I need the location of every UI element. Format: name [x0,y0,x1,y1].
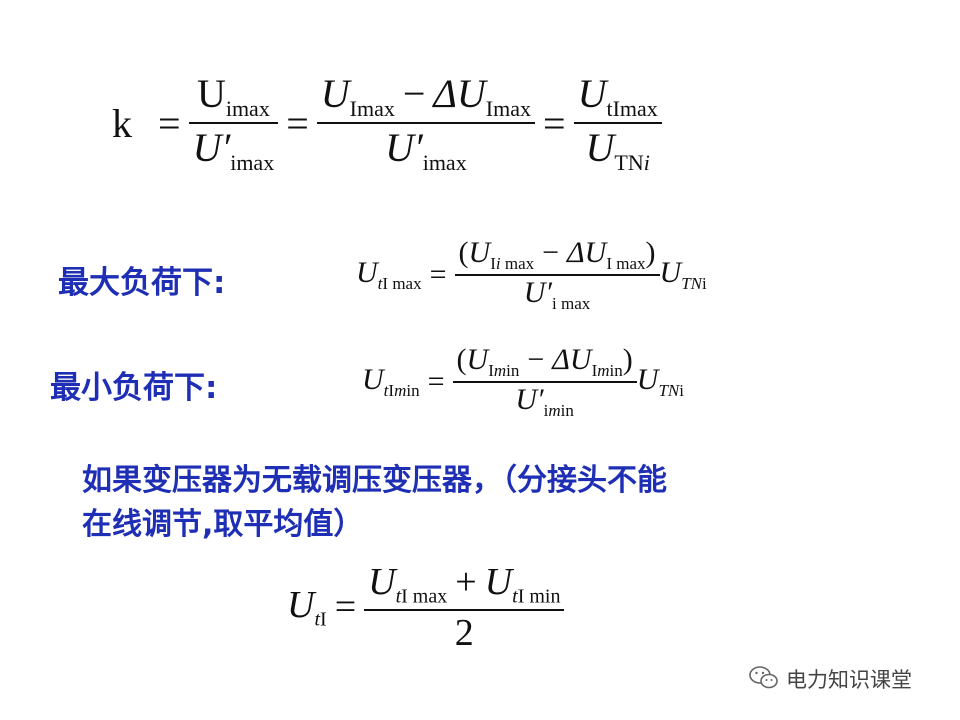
label-min-load: 最小负荷下: [50,370,218,406]
subscript-i: i [495,254,501,273]
fraction-3: UtImax UTNi [573,70,662,176]
subscript-t: t [512,585,518,608]
subscript: I min [517,585,561,608]
subscript: in [506,361,520,380]
symbol-U: U [466,343,489,376]
subscript-t: t [395,585,402,608]
subscript: I [488,361,494,380]
symbol-U: U [287,584,315,626]
subscript: imax [422,150,467,175]
symbol-U: U [362,362,384,396]
minus-sign: − [527,343,545,376]
subscript: I max [382,273,422,293]
open-paren: ( [458,236,469,269]
subscript-m: m [597,361,610,380]
symbol-U: U [196,71,226,116]
equals-sign: = [427,364,445,398]
subscript: tImax [606,96,658,121]
symbol-U: U [368,561,396,603]
minus-sign: − [542,236,560,269]
equals-sign: = [543,100,566,146]
subscript: I [320,608,327,631]
subscript-m: m [548,400,561,420]
equals-sign: = [158,100,181,146]
note-line-2: 在线调节,取平均值） [82,507,364,542]
fraction-bar [316,122,535,124]
subscript: i [543,400,549,420]
note-line-1: 如果变压器为无载调压变压器，（分接头不能 [82,463,667,498]
subscript: I [388,380,395,400]
wechat-icon [748,664,780,692]
fraction-bar [364,608,565,611]
subscript: Imax [485,96,531,121]
subscript: i max [552,293,591,313]
symbol-U-prime: U′ [523,275,552,309]
fraction-1: Uimax U′imax [188,70,279,176]
symbol-U: U [577,71,607,116]
equation-k-ratio: k = Uimax U′imax = UImax−ΔUImax U′imax =… [112,70,662,176]
subscript-t: t [377,273,383,293]
fraction-bar [452,381,637,383]
symbol-U: U [636,362,659,396]
symbol-delta-U: ΔU [433,71,486,116]
equals-sign: = [429,257,447,291]
close-paren: ) [622,343,633,376]
subscript-m: m [493,361,507,380]
subscript: imax [230,150,275,175]
symbol-delta-U: ΔU [552,343,592,376]
equals-sign: = [286,100,309,146]
subscript-TN: TN [681,273,702,293]
subscript: in [560,400,574,420]
subscript: in [406,380,420,400]
fraction-bar [188,122,279,124]
symbol-U: U [484,561,513,603]
fraction-bar [573,122,662,124]
plus-sign: + [455,561,477,603]
fraction-average: UtI max+UtI min 2 [364,560,565,655]
symbol-U: U [356,255,378,289]
subscript: imax [225,96,270,121]
watermark-text: 电力知识课堂 [786,668,912,692]
label-max-load: 最大负荷下: [58,265,226,301]
symbol-U-prime: U′ [192,125,231,170]
open-paren: ( [456,343,467,376]
subscript-t: t [314,608,321,631]
symbol-delta-U: ΔU [567,236,607,269]
equation-max-load: UtI max = (UIi max−ΔUI max) U′i max UTNi [356,236,707,314]
wechat-icon-svg [749,666,778,689]
symbol-U: U [659,255,682,289]
subscript: I [490,254,496,273]
symbol-U-prime: U′ [515,382,544,416]
equation-min-load: UtImin = (UImin−ΔUImin) U′imin UTNi [362,343,684,421]
fraction-bar [454,274,660,276]
subscript-i: i [679,380,684,400]
symbol-U: U [585,125,615,170]
equation-average: UtI = UtI max+UtI min 2 [287,560,565,655]
subscript-i: i [701,273,707,293]
fraction-min: (UImin−ΔUImin) U′imin [452,343,637,421]
subscript-t: t [383,380,389,400]
subscript-TN: TN [658,380,680,400]
equals-sign: = [334,586,357,629]
subscript: I [591,361,598,380]
subscript: I max [606,254,646,273]
denominator: 2 [454,611,474,654]
close-paren: ) [645,236,656,269]
subscript: I max [401,585,448,608]
subscript: in [609,361,623,380]
minus-sign: − [402,71,426,116]
subscript: max [500,254,535,273]
subscript-i: i [643,150,650,175]
symbol-U: U [468,236,491,269]
symbol-U: U [320,71,350,116]
k-symbol: k [112,100,132,146]
subscript: Imax [349,96,395,121]
subscript-m: m [394,380,407,400]
symbol-U-prime: U′ [385,125,423,170]
fraction-max: (UIi max−ΔUI max) U′i max [454,236,660,314]
subscript: TN [614,150,644,175]
fraction-2: UImax−ΔUImax U′imax [316,70,535,176]
